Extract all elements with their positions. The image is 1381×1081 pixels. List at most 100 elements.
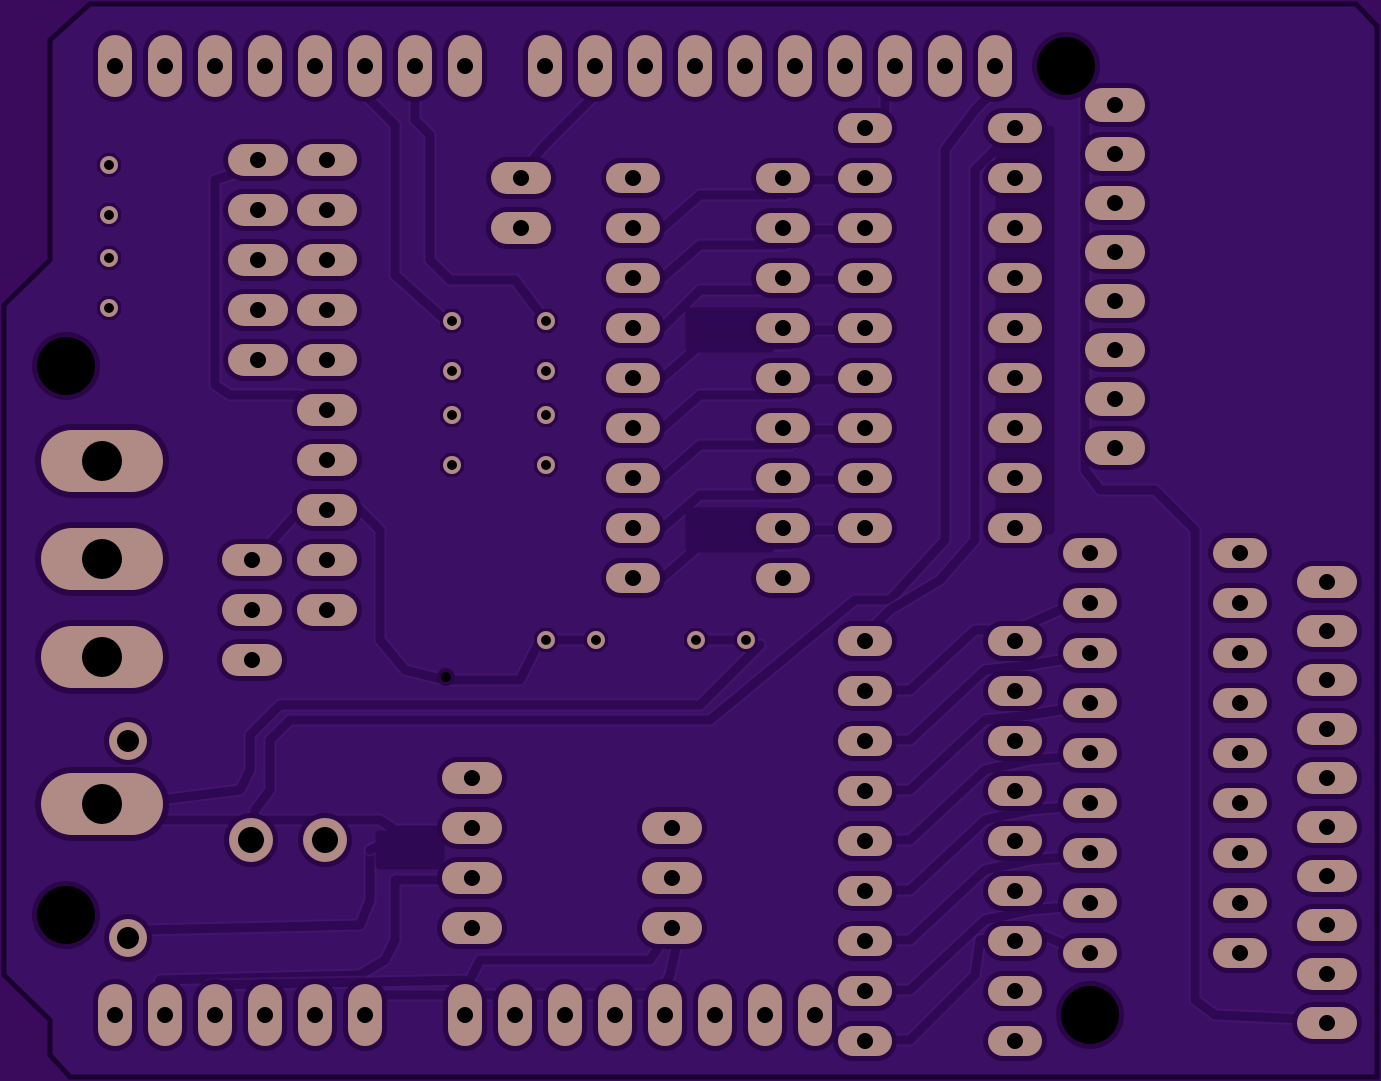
via xyxy=(584,628,608,652)
ic-lower-left-pin xyxy=(833,821,897,861)
header-icsp-pin xyxy=(292,289,362,331)
header-icsp-pin xyxy=(292,439,362,481)
drill-hole xyxy=(775,270,791,286)
drill-hole xyxy=(1007,420,1023,436)
header-top-left-pin xyxy=(443,30,487,102)
ic-lower-right-pin xyxy=(983,821,1047,861)
drill-hole xyxy=(1107,146,1123,162)
drill-hole xyxy=(244,602,260,618)
capacitor-pad xyxy=(486,157,556,199)
drill-hole xyxy=(1082,845,1098,861)
crystal-pin xyxy=(637,807,707,849)
drill-hole xyxy=(312,827,338,853)
header-pin xyxy=(833,508,897,548)
header-right-pin xyxy=(1208,633,1272,673)
power-jack-pad xyxy=(35,620,169,694)
via xyxy=(534,403,558,427)
drill-hole xyxy=(244,652,260,668)
drill-hole xyxy=(250,152,266,168)
regulator-pin xyxy=(437,857,507,899)
drill-hole xyxy=(319,252,335,268)
drill-hole xyxy=(1007,370,1023,386)
via-drill xyxy=(541,366,551,376)
round-pad xyxy=(104,914,152,962)
drill-hole xyxy=(207,1007,223,1023)
header-far-right-pin xyxy=(1292,757,1362,799)
drill-hole xyxy=(117,927,139,949)
drill-hole xyxy=(82,441,122,481)
header-pin xyxy=(983,408,1047,448)
drill-hole xyxy=(107,58,123,74)
ic-lower-left-pin xyxy=(833,621,897,661)
drill-hole xyxy=(857,733,873,749)
drill-hole xyxy=(664,920,680,936)
copper-trace xyxy=(410,65,550,325)
header-bottom-right-pin xyxy=(693,979,737,1051)
via xyxy=(440,403,464,427)
drill-hole xyxy=(319,602,335,618)
ic-lower-right-pin xyxy=(983,671,1047,711)
header-top-left-pin xyxy=(293,30,337,102)
via-drill xyxy=(541,410,551,420)
via xyxy=(97,246,121,270)
drill-hole xyxy=(775,170,791,186)
drill-hole xyxy=(857,1033,873,1049)
header-top-right-pin xyxy=(923,30,967,102)
drill-hole xyxy=(319,202,335,218)
drill-hole xyxy=(1007,220,1023,236)
header-icsp-pin xyxy=(292,539,362,581)
round-pad xyxy=(104,717,152,765)
mounting-hole xyxy=(32,332,100,400)
header-icsp-pin xyxy=(292,339,362,381)
drill-hole xyxy=(464,820,480,836)
pad-layer xyxy=(32,30,1362,1061)
drill-hole xyxy=(157,58,173,74)
drill-hole xyxy=(857,420,873,436)
via xyxy=(534,359,558,383)
via xyxy=(440,453,464,477)
header-bottom-left-pin xyxy=(143,979,187,1051)
header-pin xyxy=(983,158,1047,198)
drill-hole xyxy=(625,220,641,236)
drill-hole xyxy=(1232,545,1248,561)
via xyxy=(97,203,121,227)
mounting-hole xyxy=(1056,981,1124,1049)
header-right-pin xyxy=(1208,933,1272,973)
via xyxy=(534,628,558,652)
ic-lower-left-pin xyxy=(833,771,897,811)
ic-lower-left-pin xyxy=(833,971,897,1011)
drill-hole xyxy=(857,120,873,136)
via xyxy=(684,628,708,652)
drill-hole xyxy=(857,783,873,799)
header-pin xyxy=(983,308,1047,348)
drill-hole xyxy=(775,570,791,586)
ic-lower-right-pin xyxy=(983,1021,1047,1061)
drill-hole xyxy=(1319,1015,1335,1031)
drill-hole xyxy=(1107,293,1123,309)
header-bottom-right-pin xyxy=(443,979,487,1051)
drill-hole xyxy=(1007,783,1023,799)
drill-hole xyxy=(1232,945,1248,961)
ic-left-pin xyxy=(601,258,665,298)
header-top-right-pin xyxy=(773,30,817,102)
crystal-pin xyxy=(637,907,707,949)
drill-hole xyxy=(1232,795,1248,811)
drill-hole xyxy=(857,220,873,236)
header-pin xyxy=(833,158,897,198)
header-bottom-left-pin xyxy=(93,979,137,1051)
via-drill xyxy=(104,210,114,220)
header-bottom-left-pin xyxy=(193,979,237,1051)
header-bottom-right-pin xyxy=(543,979,587,1051)
via-drill xyxy=(541,316,551,326)
header-bottom-left-pin xyxy=(243,979,287,1051)
header-far-right-pin xyxy=(1292,953,1362,995)
ic-left-pin xyxy=(601,558,665,598)
drill-hole xyxy=(1107,342,1123,358)
drill-hole xyxy=(1107,440,1123,456)
header-right-upper-pin xyxy=(1080,426,1150,470)
via xyxy=(440,309,464,333)
round-pad xyxy=(224,813,278,867)
drill-hole xyxy=(857,833,873,849)
ic-left-pin xyxy=(601,458,665,498)
via-drill xyxy=(441,672,451,682)
